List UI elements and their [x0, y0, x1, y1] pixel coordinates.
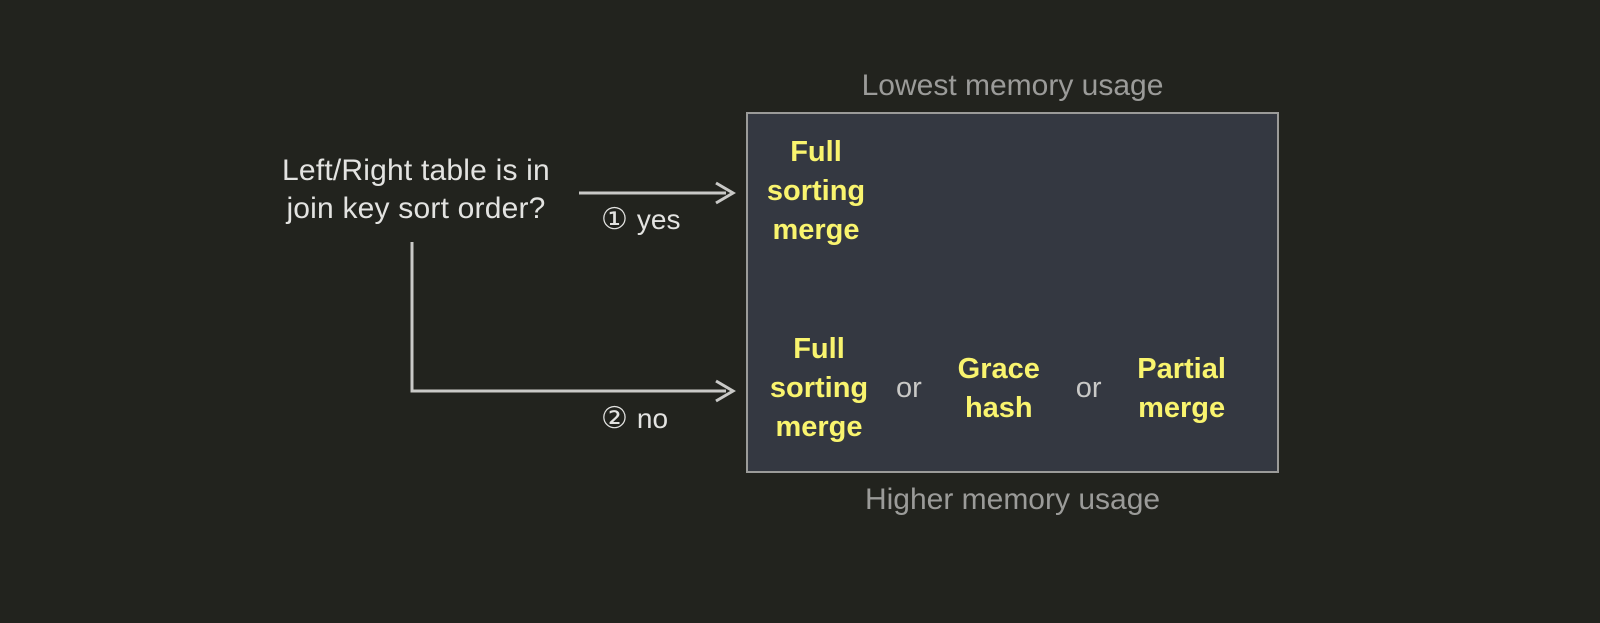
branch-text-1: yes [636, 204, 681, 235]
branch-text-2: no [636, 403, 669, 434]
branch-label-no: ② no [601, 402, 668, 436]
caption-higher-memory: Higher memory usage [864, 483, 1161, 516]
result-option-full-sorting-merge-sorted: Full sorting merge [766, 136, 866, 246]
option-separator-2: or [1075, 372, 1102, 404]
result-option-full-sorting-merge: Full sorting merge [769, 333, 869, 443]
branch-marker-1: ① [601, 203, 628, 236]
caption-lowest-memory: Lowest memory usage [861, 69, 1164, 102]
branch-label-yes: ① yes [601, 203, 680, 237]
result-box [746, 112, 1279, 473]
branch-marker-2: ② [601, 402, 628, 435]
decision-question: Left/Right table is in join key sort ord… [282, 154, 550, 225]
result-row-unsorted: Full sorting merge or Grace hash or Part… [756, 330, 1271, 447]
result-option-partial-merge: Partial merge [1137, 352, 1226, 424]
option-separator-1: or [896, 372, 922, 404]
result-row-sorted: Full sorting merge [756, 133, 876, 250]
result-option-grace-hash: Grace hash [957, 352, 1040, 424]
